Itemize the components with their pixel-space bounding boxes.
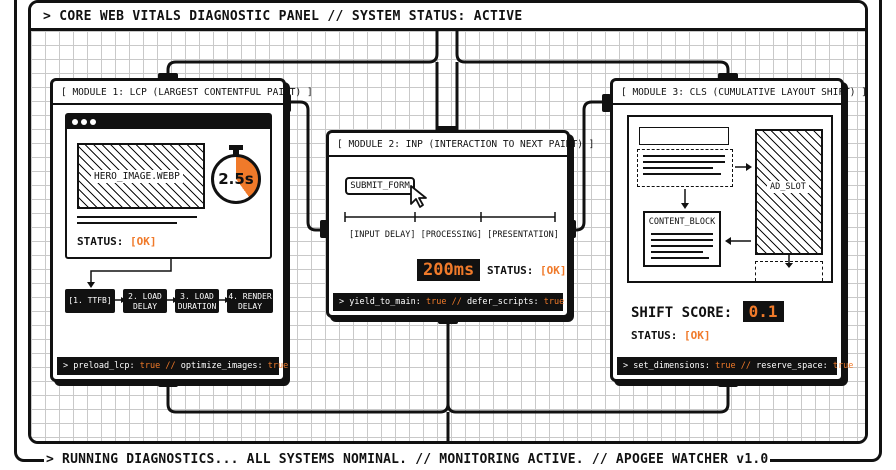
submit-form-button[interactable]: SUBMIT_FORM xyxy=(345,177,415,195)
module-lcp-title: [ MODULE 1: LCP (LARGEST CONTENTFUL PAIN… xyxy=(53,81,313,105)
lcp-status: STATUS: [OK] xyxy=(77,235,157,248)
shift-arrows xyxy=(681,163,793,268)
header-placeholder xyxy=(639,127,729,145)
hero-image-label: HERO_IMAGE.WEBP xyxy=(91,170,183,183)
timer-value: 2.5s xyxy=(218,170,254,188)
ad-slot-label: AD_SLOT xyxy=(767,181,809,193)
cursor-icon xyxy=(410,185,427,208)
status-ticker: > RUNNING DIAGNOSTICS... ALL SYSTEMS NOM… xyxy=(44,452,771,467)
shift-score-value: 0.1 xyxy=(742,301,784,322)
window-dot-icon xyxy=(90,119,96,125)
layout-frame: CONTENT_BLOCK AD_SLOT xyxy=(627,115,833,283)
stopwatch-icon: 2.5s xyxy=(207,145,265,211)
content-block: CONTENT_BLOCK xyxy=(643,211,721,267)
inp-status: STATUS: [OK] xyxy=(487,264,567,277)
step-arrows xyxy=(87,259,230,303)
browser-window: HERO_IMAGE.WEBP STATUS: [OK] 2.5s xyxy=(65,113,272,259)
text-line xyxy=(643,173,721,175)
step-load-delay: 2. LOAD DELAY xyxy=(123,289,167,313)
panel-title: > CORE WEB VITALS DIAGNOSTIC PANEL // SY… xyxy=(31,3,865,31)
text-line xyxy=(77,216,197,218)
shift-score-label: SHIFT SCORE: xyxy=(631,305,733,321)
module-cls: [ MODULE 3: CLS (CUMULATIVE LAYOUT SHIFT… xyxy=(610,78,867,382)
text-line xyxy=(643,167,713,169)
module-cls-title: [ MODULE 3: CLS (CUMULATIVE LAYOUT SHIFT… xyxy=(613,81,867,105)
cls-status-value: [OK] xyxy=(683,329,711,342)
text-line xyxy=(643,161,725,163)
module-lcp: [ MODULE 1: LCP (LARGEST CONTENTFUL PAIN… xyxy=(50,78,313,382)
step-ttfb: [1. TTFB] xyxy=(65,289,115,313)
interaction-phases: [INPUT DELAY] [PROCESSING] [PRESENTATION… xyxy=(349,230,559,240)
module-inp-title: [ MODULE 2: INP (INTERACTION TO NEXT PAI… xyxy=(329,133,594,157)
step-load-duration: 3. LOAD DURATION xyxy=(175,289,219,313)
inp-config: > yield_to_main: true // defer_scripts: … xyxy=(333,293,564,311)
cls-config: > set_dimensions: true // reserve_space:… xyxy=(617,357,853,375)
module-inp: [ MODULE 2: INP (INTERACTION TO NEXT PAI… xyxy=(326,130,594,318)
lcp-config: > preload_lcp: true // optimize_images: … xyxy=(57,357,288,375)
text-line xyxy=(643,155,725,157)
inp-status-value: [OK] xyxy=(539,264,567,277)
browser-toolbar xyxy=(67,115,270,129)
window-dot-icon xyxy=(72,119,78,125)
interaction-timeline xyxy=(344,212,556,222)
window-dot-icon xyxy=(81,119,87,125)
shift-score: SHIFT SCORE: 0.1 xyxy=(631,301,784,322)
lcp-status-value: [OK] xyxy=(129,235,157,248)
content-block-label: CONTENT_BLOCK xyxy=(648,217,716,227)
cls-status: STATUS: [OK] xyxy=(631,329,711,342)
inp-value: 200ms xyxy=(417,259,481,281)
ghost-content-box xyxy=(637,149,733,187)
step-render-delay: 4. RENDER DELAY xyxy=(227,289,273,313)
text-line xyxy=(77,222,177,224)
